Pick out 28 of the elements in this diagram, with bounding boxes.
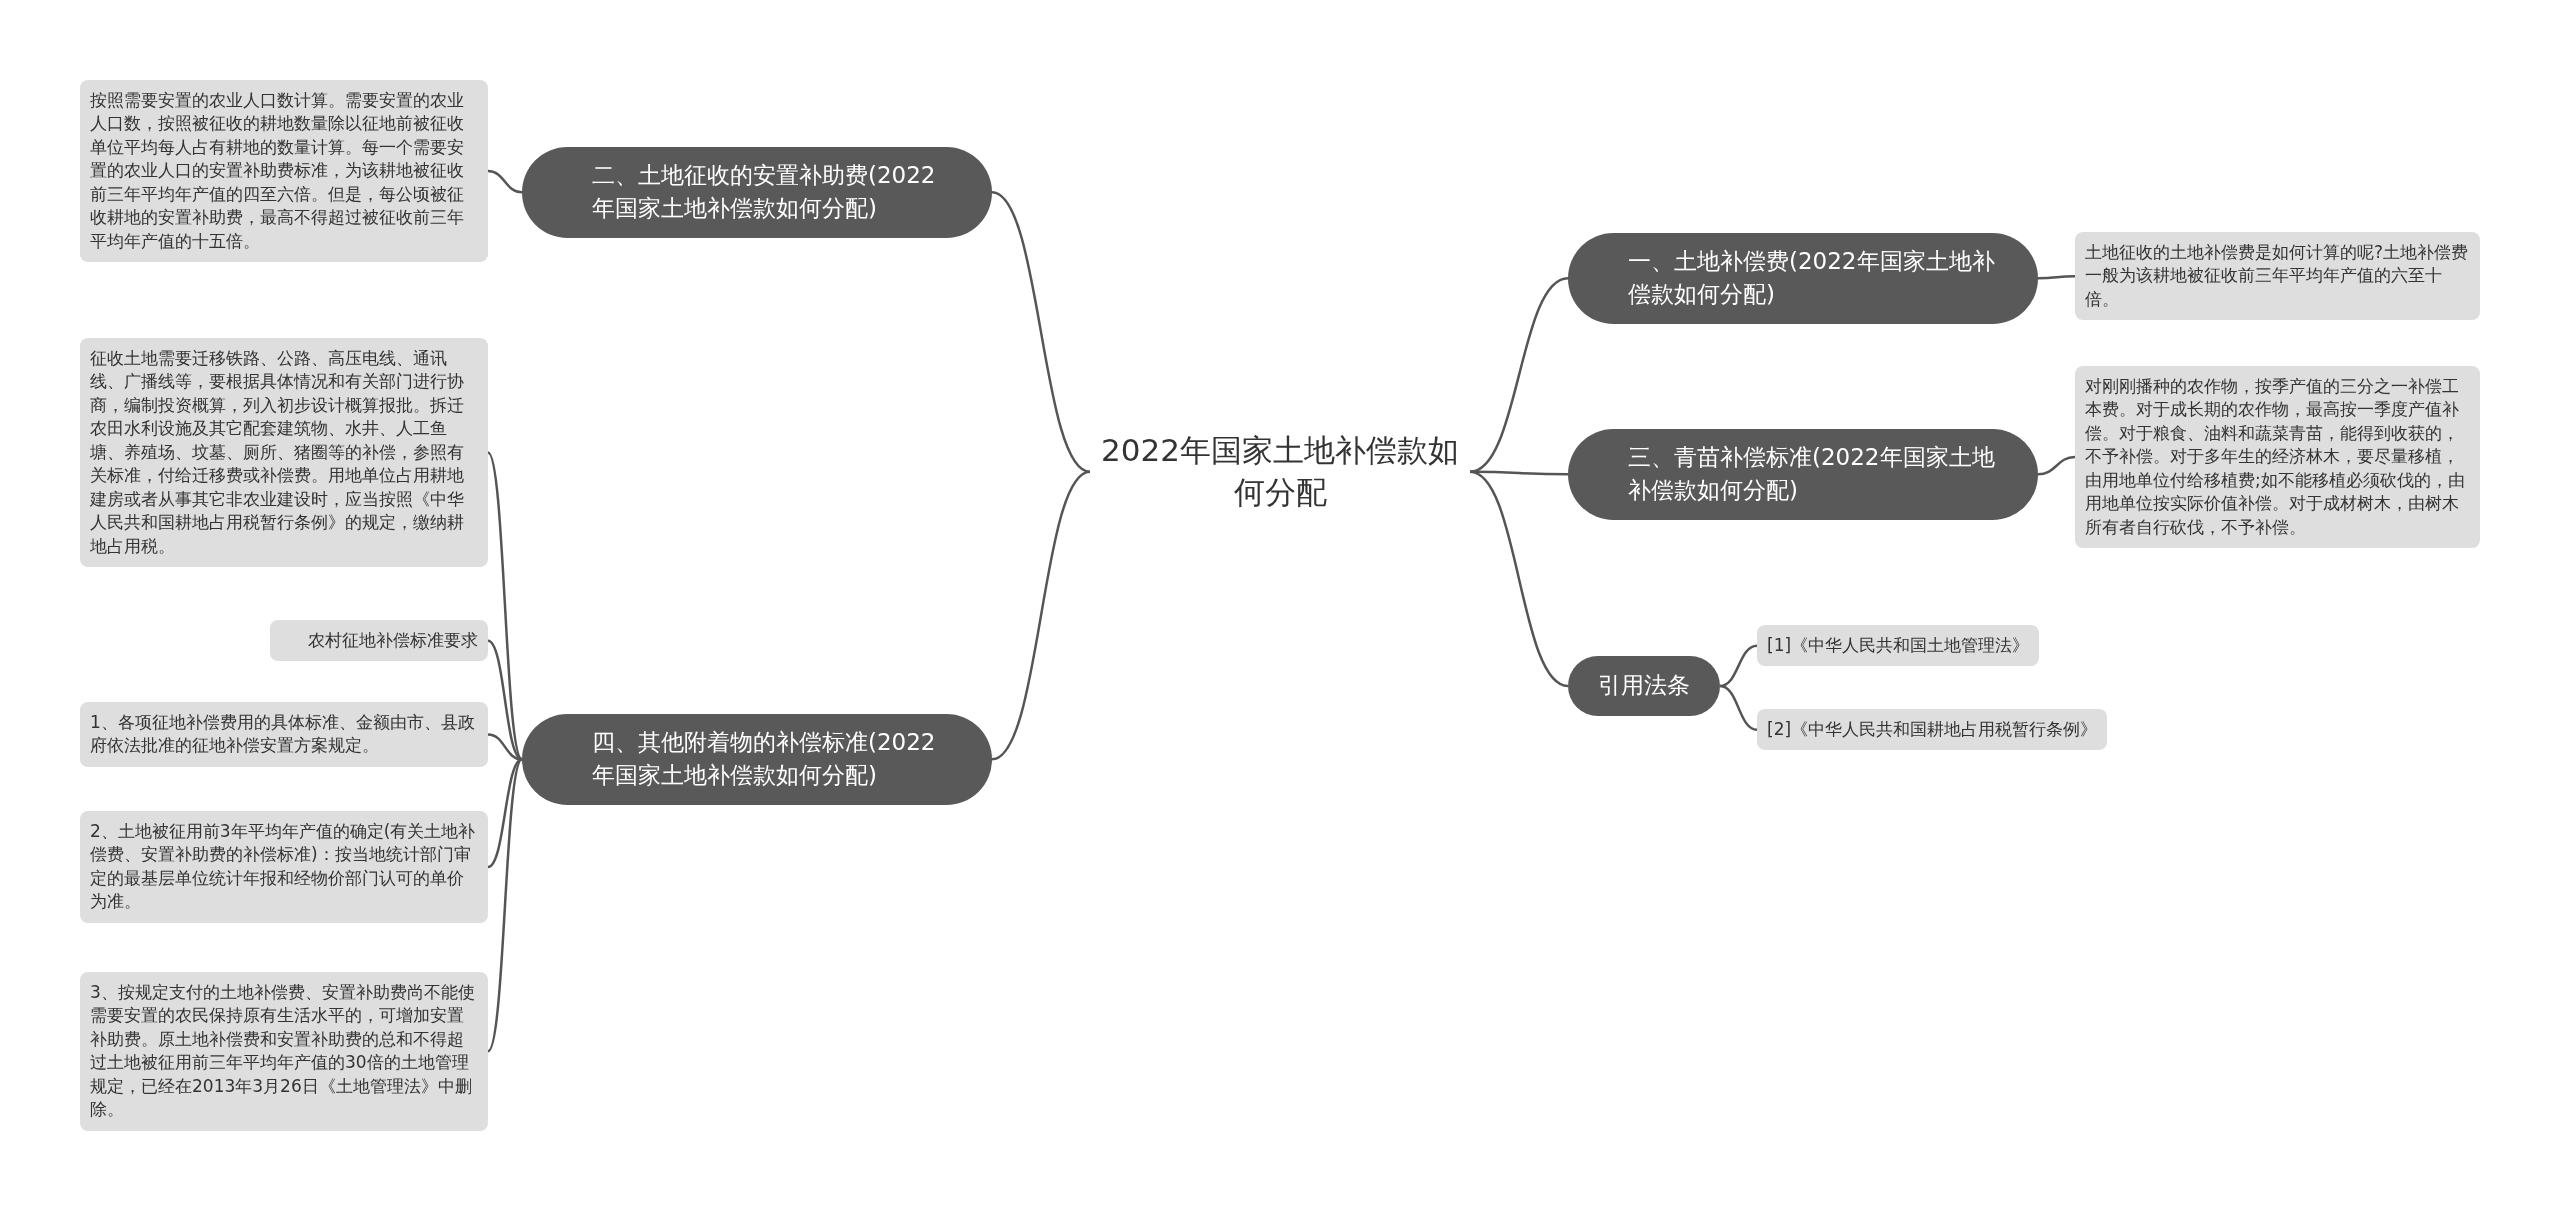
connector-line <box>487 758 523 868</box>
connector-line <box>991 191 1091 473</box>
topic-pill: 四、其他附着物的补偿标准(2022年国家土地补偿款如何分配) <box>522 714 992 805</box>
connector-line <box>1469 470 1569 688</box>
connector-line <box>2037 455 2076 476</box>
note-box: 按照需要安置的农业人口数计算。需要安置的农业人口数，按照被征收的耕地数量除以征地前被征收单位平均每人占有耕地的数量计算。每一个需要安置的农业人口的安置补助费标准，为该耕地被征收前三年平均年产值的四至六倍。但是，每公顷被征收耕地的安置补助费，最高不得超过被征收前三年平均年产值的十五倍。 <box>80 80 488 263</box>
note-box: 1、各项征地补偿费用的具体标准、金额由市、县政府依法批准的征地补偿安置方案规定。 <box>80 702 488 767</box>
central-topic: 2022年国家土地补偿款如何分配 <box>1090 426 1470 518</box>
topic-pill: 引用法条 <box>1568 656 1720 716</box>
note-box: 对刚刚播种的农作物，按季产值的三分之一补偿工本费。对于成长期的农作物，最高按一季度产值补偿。对于粮食、油料和蔬菜青苗，能得到收获的，不予补偿。对于多年生的经济林木，要尽量移植，由用地单位付给移植费;如不能移植必须砍伐的，由用地单位按实际价值补偿。对于成材树木，由树木所有者自行砍伐，不予补偿。 <box>2075 366 2480 549</box>
topic-pill: 一、土地补偿费(2022年国家土地补偿款如何分配) <box>1568 233 2038 324</box>
note-box: [2]《中华人民共和国耕地占用税暂行条例》 <box>1757 709 2108 751</box>
note-box: 土地征收的土地补偿费是如何计算的呢?土地补偿费一般为该耕地被征收前三年平均年产值的六至十倍。 <box>2075 232 2480 321</box>
connector-line <box>2038 274 2075 280</box>
connector-line <box>1719 684 1758 731</box>
note-box: [1]《中华人民共和国土地管理法》 <box>1757 625 2040 667</box>
connector-line <box>1469 277 1569 474</box>
connector-line <box>991 470 1091 761</box>
note-box: 3、按规定支付的土地补偿费、安置补助费尚不能使需要安置的农民保持原有生活水平的，可增加安置补助费。原土地补偿费和安置补助费的总和不得超过土地被征用前三年平均年产值的30倍的土地管理规定，已经在2013年3月26日《土地管理法》中删除。 <box>80 972 488 1131</box>
connector-line <box>1719 644 1758 688</box>
note-box: 2、土地被征用前3年平均年产值的确定(有关土地补偿费、安置补助费的补偿标准)：按当地统计部门审定的最基层单位统计年报和经物价部门认可的单价为准。 <box>80 811 488 923</box>
connector-line <box>486 758 524 1053</box>
connector-line <box>487 169 523 194</box>
topic-pill: 二、土地征收的安置补助费(2022年国家土地补偿款如何分配) <box>522 147 992 238</box>
topic-pill: 三、青苗补偿标准(2022年国家土地补偿款如何分配) <box>1568 429 2038 520</box>
connector-line <box>486 451 524 761</box>
note-box: 农村征地补偿标准要求 <box>270 620 488 662</box>
note-box: 征收土地需要迁移铁路、公路、高压电线、通讯线、广播线等，要根据具体情况和有关部门进行协商，编制投资概算，列入初步设计概算报批。拆迁农田水利设施及其它配套建筑物、水井、人工鱼塘、养殖场、坟墓、厕所、猪圈等的补偿，参照有关标准，付给迁移费或补偿费。用地单位占用耕地建房或者从事其它非农业建设时，应当按照《中华人民共和国耕地占用税暂行条例》的规定，缴纳耕地占用税。 <box>80 338 488 568</box>
